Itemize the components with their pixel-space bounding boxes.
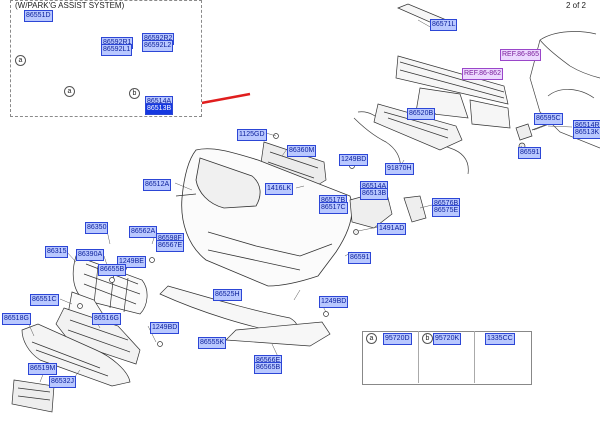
label-86575e[interactable]: 86575E xyxy=(432,205,461,217)
label-86520b[interactable]: 86520B xyxy=(407,108,436,120)
label-1416lk[interactable]: 1416LK xyxy=(265,183,294,195)
inset-title: (W/PARK'G ASSIST SYSTEM) xyxy=(15,1,125,10)
label-86591-center[interactable]: 86591 xyxy=(348,252,372,264)
label-86513b[interactable]: 86513B xyxy=(360,188,389,200)
callout-b-inset: b xyxy=(129,88,140,99)
license-plate-bracket xyxy=(11,379,55,413)
label-86592l2[interactable]: 86592L2 xyxy=(142,40,174,52)
label-86567e[interactable]: 86567E xyxy=(156,240,185,252)
label-86551c[interactable]: 86551C xyxy=(30,294,59,306)
ref-86-862[interactable]: REF.86-862 xyxy=(462,68,503,80)
label-86512a[interactable]: 86512A xyxy=(143,179,172,191)
legend-part-95720k[interactable]: 95720K xyxy=(433,333,462,345)
label-86562a[interactable]: 86562A xyxy=(129,226,158,238)
label-86390a[interactable]: 86390A xyxy=(76,249,105,261)
bumper-fascia xyxy=(175,148,353,287)
fog-lamp-garnish xyxy=(55,307,141,365)
label-86555k[interactable]: 86555K xyxy=(198,337,227,349)
label-1249bd-low[interactable]: 1249BD xyxy=(150,322,180,334)
lower-lip-trim xyxy=(159,285,331,347)
ref-86-865[interactable]: REF.86-865 xyxy=(500,49,541,61)
label-86350[interactable]: 86350 xyxy=(85,222,109,234)
callout-a-inset-1: a xyxy=(15,55,26,66)
label-1249bd-top[interactable]: 1249BD xyxy=(339,154,369,166)
label-91870h[interactable]: 91870H xyxy=(385,163,414,175)
label-86513k[interactable]: 86513K xyxy=(573,127,600,139)
label-86513b-inset-selected[interactable]: 86513B xyxy=(145,103,174,115)
label-86315[interactable]: 86315 xyxy=(45,246,69,258)
legend-part-95720d[interactable]: 95720D xyxy=(383,333,412,345)
label-86551d-inset[interactable]: 86551D xyxy=(24,10,53,22)
legend-divider-1 xyxy=(418,331,419,383)
page-indicator: 2 of 2 xyxy=(565,1,586,10)
label-86519m[interactable]: 86519M xyxy=(28,363,58,375)
label-86595c[interactable]: 86595C xyxy=(534,113,563,125)
label-86516g[interactable]: 86516G xyxy=(92,313,121,325)
label-1125gd[interactable]: 1125GD xyxy=(237,129,267,141)
label-86592l1[interactable]: 86592L1 xyxy=(101,44,133,56)
legend-marker-a: a xyxy=(366,333,377,344)
label-86525h[interactable]: 86525H xyxy=(213,289,242,301)
label-86517c[interactable]: 86517C xyxy=(319,202,348,214)
legend-part-1335cc[interactable]: 1335CC xyxy=(485,333,515,345)
label-1491ad[interactable]: 1491AD xyxy=(377,223,407,235)
label-86518g[interactable]: 86518G xyxy=(2,313,31,325)
callout-a-inset-2: a xyxy=(64,86,75,97)
lower-skid-plate xyxy=(21,323,131,387)
label-86655b[interactable]: 86655B xyxy=(98,264,127,276)
label-1249bd-mid[interactable]: 1249BD xyxy=(319,296,349,308)
legend-marker-b: b xyxy=(422,333,433,344)
legend-divider-2 xyxy=(474,331,475,383)
label-86565b[interactable]: 86565B xyxy=(254,362,283,374)
label-86360m[interactable]: 86360M xyxy=(287,145,317,157)
bumper-absorber xyxy=(373,103,463,151)
label-86571l[interactable]: 86571L xyxy=(430,19,458,31)
label-86591-right[interactable]: 86591 xyxy=(518,147,542,159)
parking-sensor-right xyxy=(515,123,549,150)
label-86532j[interactable]: 86532J xyxy=(49,376,76,388)
